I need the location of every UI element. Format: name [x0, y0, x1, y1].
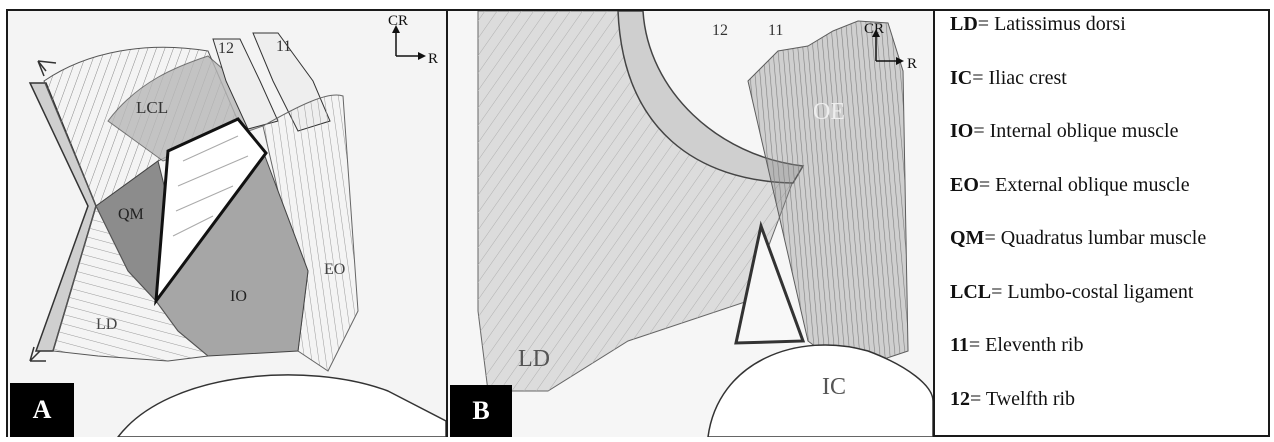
compass-a-r: R — [428, 51, 438, 67]
label-qm: QM — [118, 206, 144, 223]
label-lcl: LCL — [136, 98, 168, 117]
label-oe: OE — [813, 99, 845, 125]
label-ld-a: LD — [96, 316, 117, 333]
compass-b-r: R — [907, 56, 917, 72]
legend-desc: = Iliac crest — [972, 68, 1067, 88]
legend-abbr: IC — [950, 68, 972, 88]
panel-divider-2 — [933, 9, 935, 437]
legend-row-eo: EO = External oblique muscle — [950, 175, 1268, 229]
legend: LD = Latissimus dorsi IC = Iliac crest I… — [950, 14, 1268, 442]
legend-abbr: IO — [950, 121, 973, 141]
legend-row-11: 11= Eleventh rib — [950, 335, 1268, 389]
legend-abbr: 11 — [950, 335, 969, 355]
label-io: IO — [230, 288, 247, 305]
legend-row-ic: IC = Iliac crest — [950, 68, 1268, 122]
label-rib-11-b: 11 — [768, 22, 783, 39]
legend-desc: = Internal oblique muscle — [973, 121, 1178, 141]
legend-row-ld: LD = Latissimus dorsi — [950, 14, 1268, 68]
legend-abbr: QM — [950, 228, 984, 248]
label-ic: IC — [822, 374, 846, 400]
legend-abbr: LCL — [950, 282, 991, 302]
panel-a-illustration: CR R 12 11 LCL QM IO EO LD A — [8, 11, 446, 437]
panel-a-badge: A — [10, 383, 74, 437]
legend-desc: = Latissimus dorsi — [978, 14, 1126, 34]
legend-row-io: IO = Internal oblique muscle — [950, 121, 1268, 175]
compass-a-cr: CR — [388, 13, 408, 29]
panel-a-drawing: CR R 12 11 LCL QM IO EO LD — [8, 11, 446, 437]
label-rib-11-a: 11 — [276, 38, 291, 55]
legend-desc: = Lumbo-costal ligament — [991, 282, 1193, 302]
legend-row-lcl: LCL = Lumbo-costal ligament — [950, 282, 1268, 336]
label-rib-12-a: 12 — [218, 40, 234, 57]
legend-row-12: 12 = Twelfth rib — [950, 389, 1268, 442]
legend-row-qm: QM = Quadratus lumbar muscle — [950, 228, 1268, 282]
panel-b-badge: B — [450, 385, 512, 437]
compass-b-cr: CR — [864, 21, 884, 37]
legend-abbr: 12 — [950, 389, 970, 409]
legend-desc: = Quadratus lumbar muscle — [984, 228, 1206, 248]
legend-abbr: EO — [950, 175, 979, 195]
label-rib-12-b: 12 — [712, 22, 728, 39]
legend-desc: = Twelfth rib — [970, 389, 1075, 409]
legend-desc: = Eleventh rib — [969, 335, 1084, 355]
label-eo: EO — [324, 261, 345, 278]
label-ld-b: LD — [518, 346, 550, 372]
legend-abbr: LD — [950, 14, 978, 34]
panel-b-drawing: CR R 12 11 OE LD IC — [448, 11, 933, 437]
panel-b-illustration: CR R 12 11 OE LD IC B — [448, 11, 933, 437]
legend-desc: = External oblique muscle — [979, 175, 1190, 195]
